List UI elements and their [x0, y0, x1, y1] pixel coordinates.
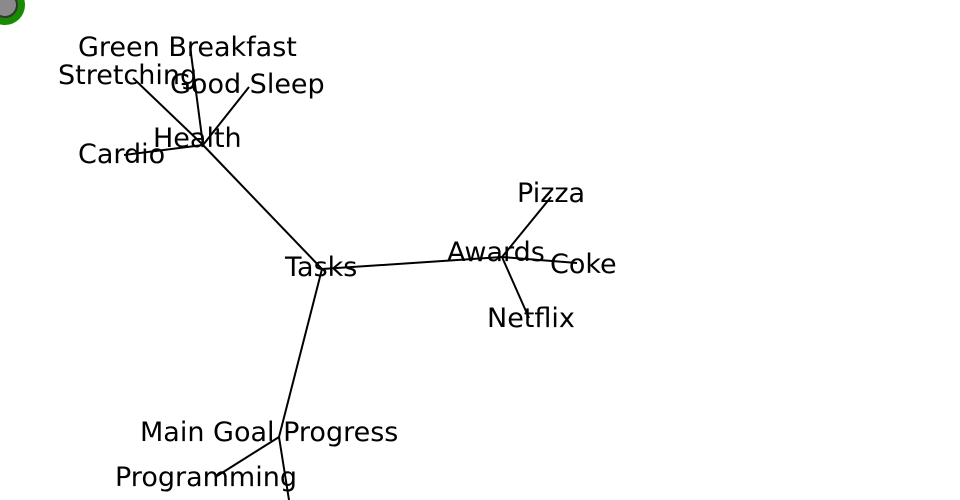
node-good-sleep[interactable]: Good Sleep — [170, 69, 325, 100]
node-green-breakfast[interactable]: Green Breakfast — [78, 32, 297, 63]
status-indicator-icon[interactable] — [0, 0, 28, 28]
edge-health-good-sleep — [202, 86, 250, 146]
node-programming[interactable]: Programming — [115, 462, 297, 493]
edge-main-goal-progress-continuation — [278, 436, 290, 500]
edge-awards-netflix — [501, 256, 530, 319]
edge-main-goal-progress-programming — [216, 436, 280, 477]
edge-health-green-breakfast — [189, 45, 204, 146]
edge-health-cardio — [123, 144, 204, 156]
node-stretching[interactable]: Stretching — [58, 60, 198, 91]
edge-health-stretching — [132, 77, 204, 146]
node-netflix[interactable]: Netflix — [487, 303, 575, 334]
node-awards[interactable]: Awards — [447, 237, 545, 268]
node-pizza[interactable]: Pizza — [517, 178, 586, 209]
node-tasks[interactable]: Tasks — [285, 252, 358, 283]
edge-tasks-awards — [321, 256, 503, 270]
node-health[interactable]: Health — [153, 123, 242, 154]
node-main-goal-progress[interactable]: Main Goal Progress — [140, 417, 399, 448]
edge-tasks-main-goal-progress — [278, 268, 323, 438]
node-cardio[interactable]: Cardio — [78, 139, 166, 170]
edge-awards-pizza — [501, 196, 552, 258]
node-coke[interactable]: Coke — [550, 249, 617, 280]
edge-awards-coke — [501, 256, 578, 264]
edge-tasks-health — [202, 144, 323, 270]
